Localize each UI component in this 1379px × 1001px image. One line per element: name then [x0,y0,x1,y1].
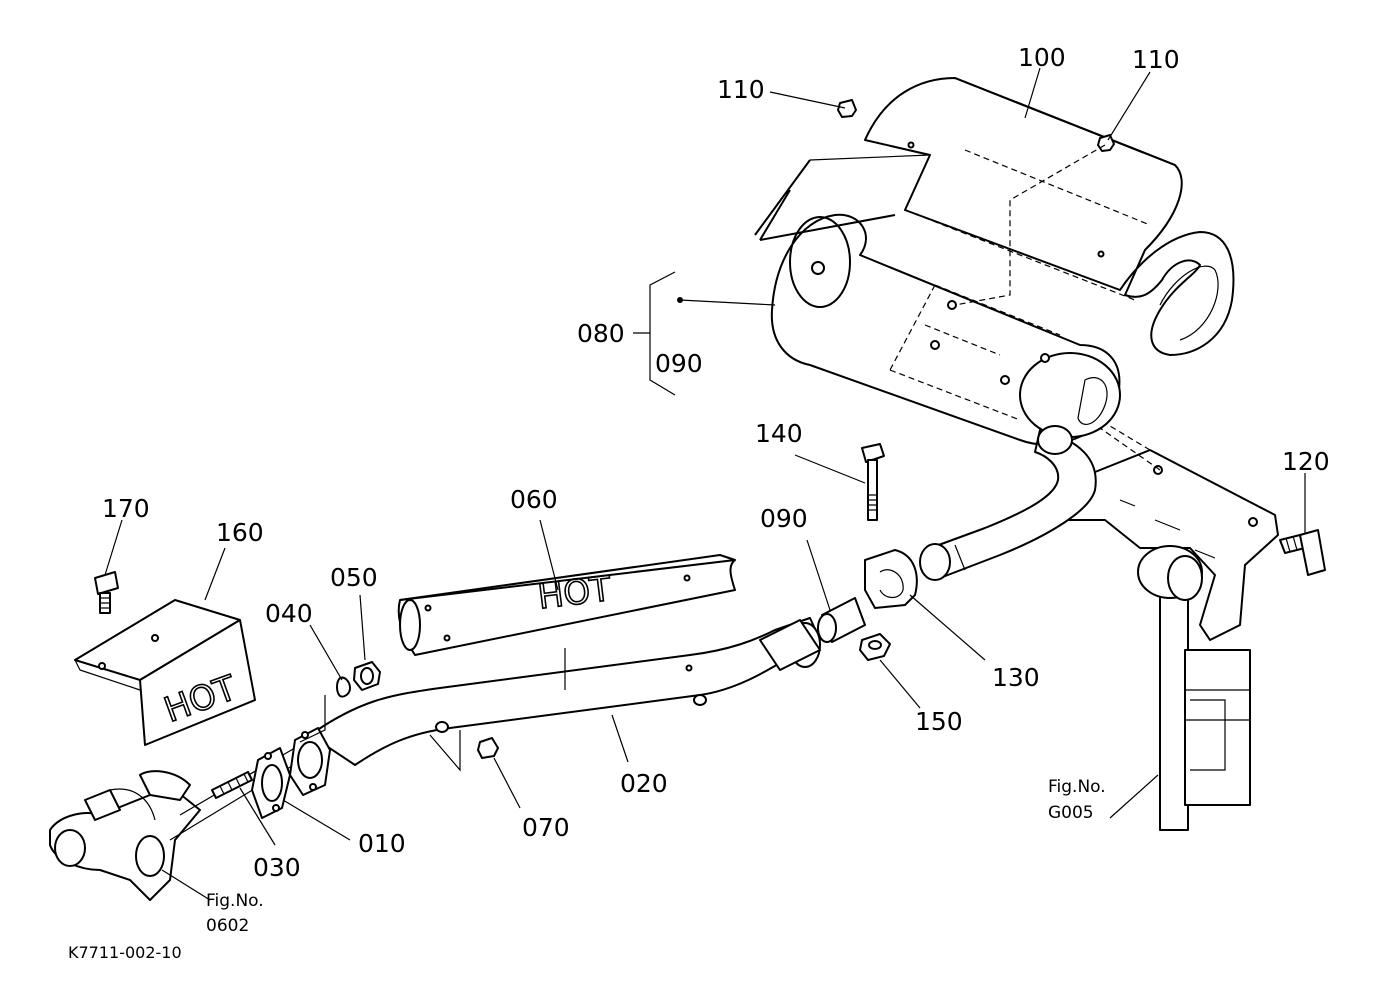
nut-070 [477,737,499,759]
connector-120 [1279,529,1326,576]
callout-010: 010 [358,829,406,858]
muffler-cover [864,77,1235,356]
callout-060: 060 [510,485,558,514]
bolt-170 [94,571,119,614]
nut-110-left [837,99,857,118]
stud-030 [211,771,253,799]
muffler-bracket [1049,399,1279,831]
nut-050 [353,661,381,691]
gasket-010 [251,747,291,819]
fig-ref-left-number: 0602 [206,916,249,936]
nut-150 [859,633,891,661]
callout-170: 170 [102,494,150,523]
pipe-cover: HOT [397,554,736,672]
pipe-flange [289,727,331,796]
callout-020: 020 [620,769,668,798]
heat-shield: HOT [74,599,256,746]
fig-ref-right-number: G005 [1048,803,1094,823]
fig-ref-right-label: Fig.No. [1048,777,1106,797]
callout-labels: 110 100 110 080 090 140 120 060 090 170 … [102,43,1330,882]
callout-050: 050 [330,563,378,592]
muffler [754,154,1121,446]
bolt-140 [861,443,885,521]
callout-110-left: 110 [717,75,765,104]
callout-040: 040 [265,599,313,628]
callout-090-upper: 090 [655,349,703,378]
callout-130: 130 [992,663,1040,692]
callout-070: 070 [522,813,570,842]
callout-030: 030 [253,853,301,882]
tail-pipe [919,425,1097,581]
clamp-130 [864,549,918,609]
nut-110-right [1097,134,1115,152]
callout-150: 150 [915,707,963,736]
callout-160: 160 [216,518,264,547]
leader-lines [104,67,1306,901]
fig-ref-left-label: Fig.No. [206,891,264,911]
callout-100: 100 [1018,43,1066,72]
callout-140: 140 [755,419,803,448]
sleeve-090 [817,597,866,643]
callout-110-right: 110 [1132,45,1180,74]
drawing-number: K7711-002-10 [68,943,182,962]
figure-ref-left: Fig.No. 0602 [206,891,264,936]
pipe-cover-hot-marking: HOT [536,569,614,618]
callout-080: 080 [577,319,625,348]
callout-120: 120 [1282,447,1330,476]
callout-090-lower: 090 [760,504,808,533]
exhaust-pipe [309,617,821,772]
figure-ref-right: Fig.No. G005 [1048,777,1106,823]
washer-040 [336,676,351,698]
